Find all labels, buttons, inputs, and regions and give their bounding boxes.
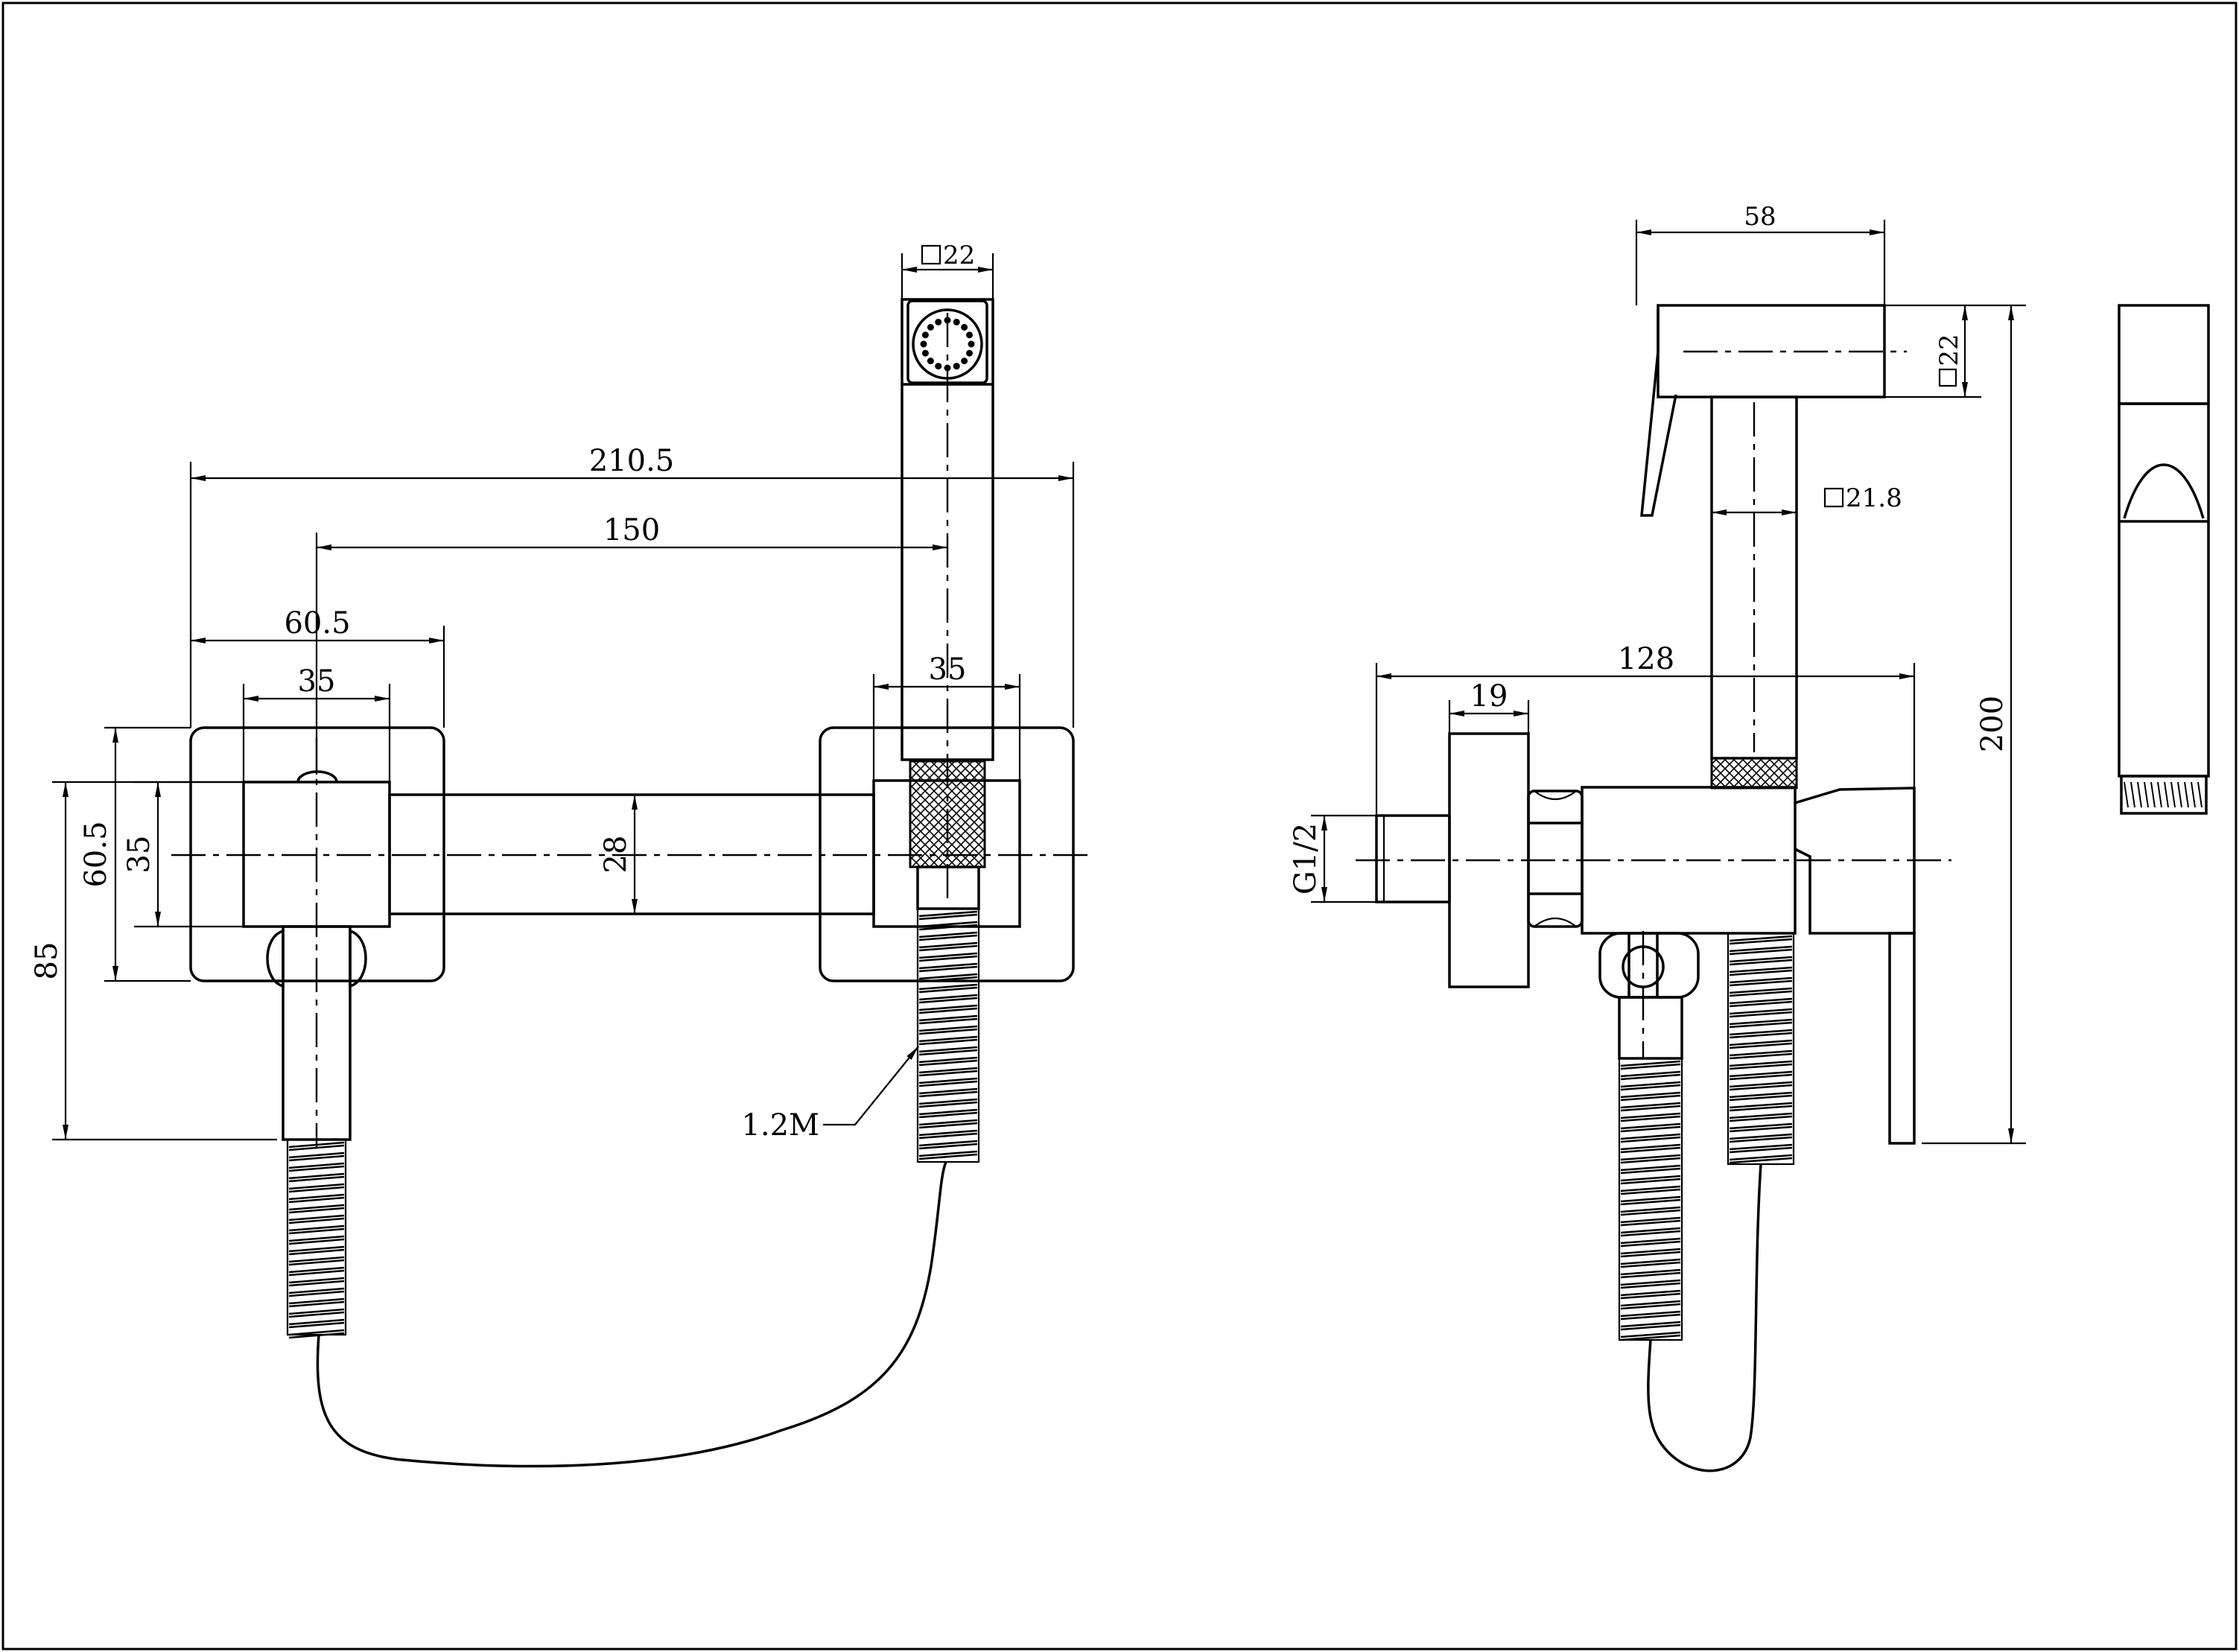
- thread-tick: [2144, 781, 2149, 808]
- spray-nozzle-dot: [920, 340, 927, 348]
- side-outlet-nut: [1598, 932, 1700, 999]
- thread-tick: [2124, 781, 2129, 808]
- spray-nozzle-dot: [927, 323, 934, 331]
- spray-nozzle-dot: [961, 323, 968, 331]
- side-hose-right: [1727, 932, 1795, 1166]
- thread-tick: [2184, 781, 2189, 808]
- spray-nozzle-dot: [953, 318, 960, 325]
- dim-60-5-horizontal-label: 60.5: [284, 606, 350, 641]
- valve-side-nut-left: [266, 929, 285, 988]
- sq21-8-label: 21.8: [1823, 483, 1902, 513]
- dim-28-label: 28: [599, 836, 633, 874]
- handshower-profile-view: [2118, 304, 2210, 815]
- thread-tick: [2164, 781, 2169, 808]
- dim-150-label: 150: [603, 513, 660, 547]
- spray-nozzle-dot: [921, 349, 929, 357]
- side-knurled-nut: [1710, 757, 1798, 790]
- dim-128-label: 128: [1618, 642, 1674, 676]
- trigger-lever: [1640, 309, 1677, 517]
- sq22-side-label: 22: [1934, 334, 1964, 387]
- handle-stem: [1888, 932, 1916, 1145]
- side-hose-loop: [1647, 1163, 1762, 1472]
- dim-35-valve-label: 35: [298, 664, 336, 699]
- spray-nozzle-dot: [953, 363, 960, 370]
- dim-35-vertical-label: 35: [122, 836, 156, 874]
- profile-thread: [2124, 781, 2203, 808]
- dim-19-label: 19: [1470, 679, 1508, 714]
- dim-22-head-label: 22: [943, 241, 975, 270]
- spray-nozzle-dot: [966, 349, 974, 357]
- thread-tick: [2177, 781, 2182, 808]
- hose-loop: [316, 1161, 947, 1468]
- spray-nozzle-dot: [935, 363, 942, 370]
- spray-nozzle-dot: [961, 358, 968, 365]
- hose-length-label: 1.2M: [741, 1108, 819, 1143]
- thread-tick: [2191, 781, 2196, 808]
- thread-g1-2-label: G1/2: [1289, 823, 1323, 895]
- dim-21-8-label: 21.8: [1846, 483, 1902, 513]
- sq22-head-label: 22: [921, 241, 975, 270]
- spray-nozzles: [920, 317, 975, 372]
- dim-58-label: 58: [1744, 202, 1776, 232]
- spray-nozzle-dot: [966, 331, 974, 339]
- dim-85-label: 85: [30, 942, 64, 980]
- side-view: 58 22 21.8 128 19 G1/2 200: [1289, 202, 2026, 1472]
- valve-side-nut-right: [349, 929, 367, 988]
- thread-tick: [2197, 781, 2203, 808]
- right-hose: [916, 907, 980, 1163]
- spray-nozzle-dot: [935, 318, 942, 325]
- thread-tick: [2130, 781, 2135, 808]
- inlet-thread: [1375, 814, 1451, 903]
- thread-tick: [2157, 781, 2162, 808]
- spray-nozzle-dot: [968, 340, 975, 348]
- spray-nozzle-dot: [921, 331, 929, 339]
- spray-nozzle-dot: [927, 358, 934, 365]
- front-view: 210.5 150 60.5 35 35 22 60.5 35 85 28 1.…: [30, 241, 1095, 1468]
- side-hose-left: [1618, 1057, 1683, 1341]
- thread-tick: [2137, 781, 2142, 808]
- dim-210-5-label: 210.5: [589, 444, 675, 478]
- thread-tick: [2150, 781, 2156, 808]
- thread-tick: [2170, 781, 2176, 808]
- dim-35-bracket-label: 35: [929, 652, 967, 687]
- dim-200-label: 200: [1975, 696, 2010, 752]
- dim-60-5-vertical-label: 60.5: [79, 821, 113, 887]
- dim-22-side-label: 22: [1934, 334, 1964, 366]
- hex-nut: [1527, 790, 1584, 928]
- left-hose: [286, 1138, 347, 1339]
